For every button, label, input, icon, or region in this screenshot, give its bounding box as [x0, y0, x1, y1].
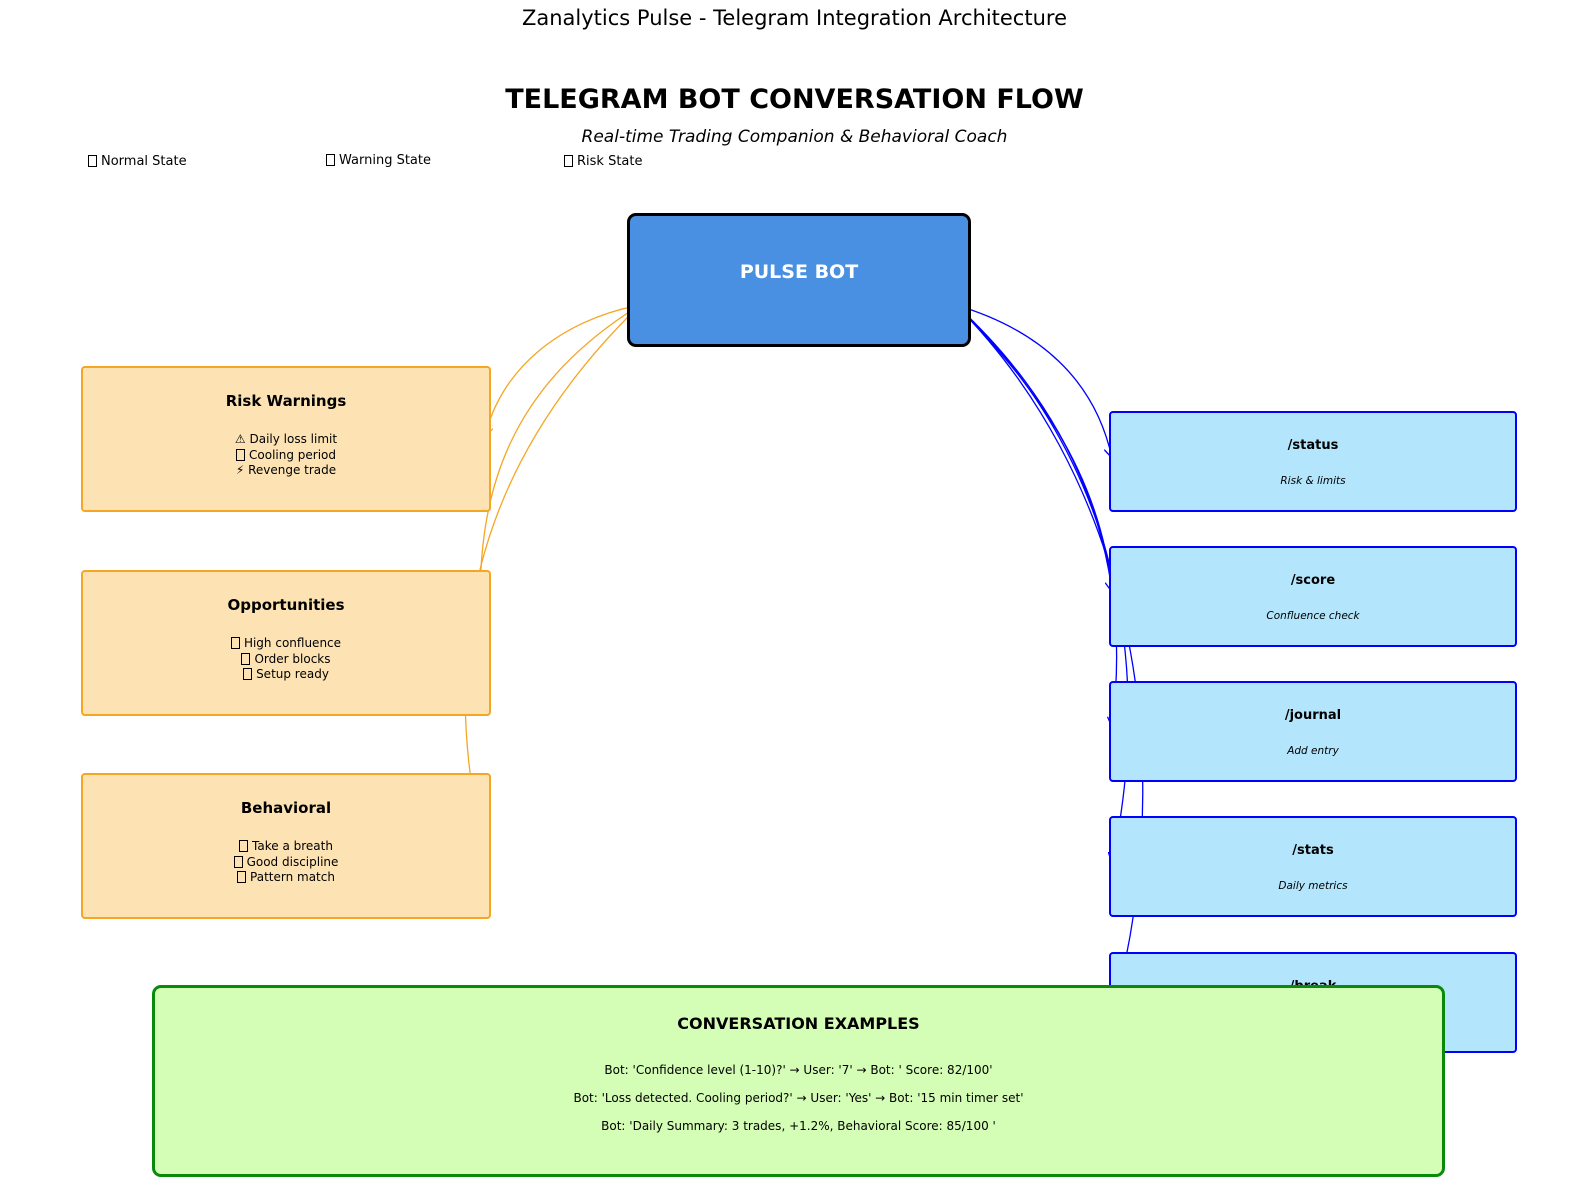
alert-line: Order blocks	[83, 652, 489, 668]
diagram-subtitle: Real-time Trading Companion & Behavioral…	[581, 127, 1008, 147]
missing-glyph-icon	[564, 155, 573, 167]
legend-label: Warning State	[339, 153, 431, 168]
alert-line: Setup ready	[83, 667, 489, 683]
command-title: /stats	[1292, 843, 1334, 858]
alert-line: High confluence	[83, 636, 489, 652]
legend-label: Normal State	[101, 154, 187, 169]
alert-box-behavioral: Behavioral Take a breath Good discipline…	[81, 773, 491, 919]
diagram-title: TELEGRAM BOT CONVERSATION FLOW	[505, 84, 1084, 115]
example-line: Bot: 'Daily Summary: 3 trades, +1.2%, Be…	[601, 1119, 996, 1133]
missing-glyph-icon	[230, 637, 240, 649]
command-box-journal: /journal Add entry	[1109, 681, 1517, 782]
alert-line: Cooling period	[83, 448, 489, 464]
alert-lines: High confluence Order blocks Setup ready	[83, 636, 489, 683]
alert-box-opportunities: Opportunities High confluence Order bloc…	[81, 570, 491, 716]
connector-risk-warnings	[485, 304, 641, 437]
legend-risk-state: Risk State	[564, 154, 643, 169]
alert-line: ⚠ Daily loss limit	[234, 432, 338, 446]
missing-glyph-icon	[243, 668, 253, 680]
alert-lines: ⚠ Daily loss limit Cooling period ⚡ Reve…	[83, 432, 489, 479]
command-description: Daily metrics	[1278, 880, 1348, 892]
alert-title: Risk Warnings	[225, 392, 347, 410]
missing-glyph-icon	[241, 652, 251, 665]
missing-glyph-icon	[237, 871, 247, 883]
missing-glyph-icon	[88, 155, 97, 167]
alert-lines: Take a breath Good discipline Pattern ma…	[83, 839, 489, 886]
connector-stats	[955, 304, 1129, 863]
alert-line: ⚡ Revenge trade	[235, 463, 337, 477]
conversation-examples-panel: CONVERSATION EXAMPLES Bot: 'Confidence l…	[152, 985, 1445, 1177]
connector-status	[955, 304, 1112, 458]
alert-line: Pattern match	[83, 870, 489, 886]
pulse-bot-label: PULSE BOT	[739, 261, 859, 283]
alert-box-risk-warnings: Risk Warnings ⚠ Daily loss limit Cooling…	[81, 366, 491, 512]
legend-label: Risk State	[577, 154, 643, 169]
command-description: Add entry	[1287, 745, 1339, 757]
command-box-score: /score Confluence check	[1109, 546, 1517, 647]
alert-line: Take a breath	[83, 839, 489, 855]
alert-title: Behavioral	[240, 799, 332, 817]
connector-behavioral	[464, 304, 641, 843]
example-line: Bot: 'Loss detected. Cooling period?' → …	[573, 1091, 1024, 1105]
alert-title: Opportunities	[227, 596, 345, 614]
command-title: /status	[1287, 438, 1339, 453]
command-title: /score	[1290, 573, 1336, 588]
pulse-bot-node: PULSE BOT	[627, 213, 971, 347]
figure-suptitle: Zanalytics Pulse - Telegram Integration …	[521, 6, 1067, 30]
command-box-status: /status Risk & limits	[1109, 411, 1517, 512]
command-title: /journal	[1284, 708, 1342, 723]
command-description: Confluence check	[1266, 610, 1360, 622]
alert-line: Good discipline	[83, 855, 489, 871]
command-description: Risk & limits	[1280, 475, 1346, 487]
missing-glyph-icon	[236, 448, 245, 461]
connector-score	[955, 304, 1112, 592]
legend-warning-state: Warning State	[326, 153, 431, 168]
missing-glyph-icon	[326, 154, 335, 166]
legend-normal-state: Normal State	[88, 154, 187, 169]
example-line: Bot: 'Confidence level (1-10)?' → User: …	[604, 1063, 993, 1077]
missing-glyph-icon	[233, 855, 243, 868]
missing-glyph-icon	[239, 840, 249, 852]
command-box-stats: /stats Daily metrics	[1109, 816, 1517, 917]
examples-title: CONVERSATION EXAMPLES	[677, 1014, 920, 1033]
connector-opportunities	[480, 304, 641, 640]
